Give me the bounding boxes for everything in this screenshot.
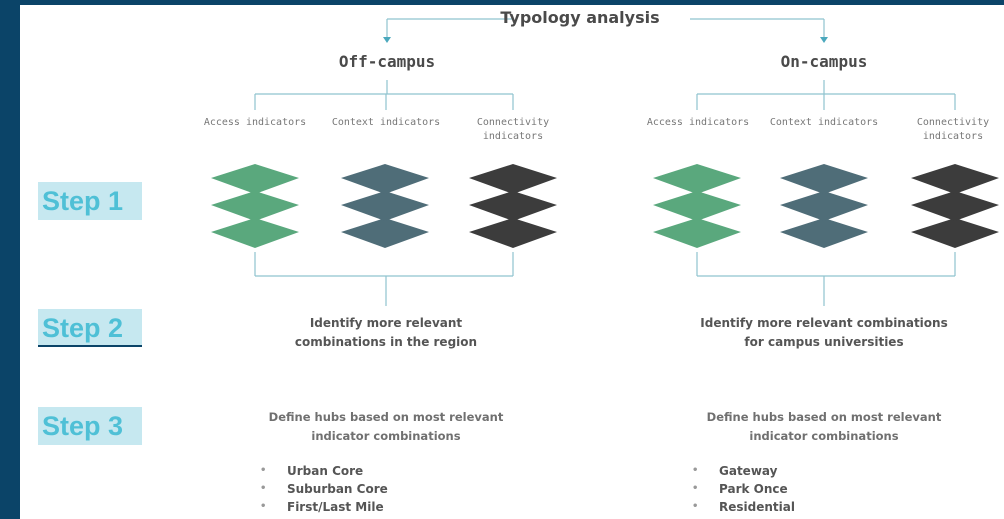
indicator-label-context: Context indicators — [769, 117, 879, 128]
indicator-label-access: Access indicators — [646, 117, 750, 128]
group-title-off-campus: Off-campus — [338, 52, 436, 71]
step2-description-off-campus: Identify more relevant combinations in t… — [294, 316, 478, 349]
list-item: Gateway — [692, 462, 795, 480]
indicator-label-context: Context indicators — [331, 117, 441, 128]
list-item: Suburban Core — [260, 480, 388, 498]
hub-list-off-campus: Urban Core Suburban Core First/Last Mile — [260, 462, 388, 516]
indicator-label-access: Access indicators — [203, 117, 307, 128]
step-3-label: Step 3 — [38, 407, 142, 445]
list-item: Residential — [692, 498, 795, 516]
indicator-label-connectivity: Connectivity indicators — [476, 117, 550, 142]
layers-icon — [211, 164, 299, 248]
hub-list-on-campus: Gateway Park Once Residential — [692, 462, 795, 516]
step-1-label: Step 1 — [38, 182, 142, 220]
layers-icon — [469, 164, 557, 248]
layers-icon — [780, 164, 868, 248]
arrow-down-icon — [383, 37, 391, 43]
indicator-label-connectivity: Connectivity indicators — [916, 117, 990, 142]
group-title-on-campus: On-campus — [780, 52, 868, 71]
list-item: First/Last Mile — [260, 498, 388, 516]
step-2-label: Step 2 — [38, 309, 142, 347]
diagram-panel — [20, 5, 1004, 519]
layers-icon — [653, 164, 741, 248]
layers-icon — [341, 164, 429, 248]
list-item: Park Once — [692, 480, 795, 498]
arrow-down-icon — [820, 37, 828, 43]
layers-icon — [911, 164, 999, 248]
diagram-title: Typology analysis — [500, 8, 660, 27]
step3-description-off-campus: Define hubs based on most relevant indic… — [268, 410, 504, 443]
list-item: Urban Core — [260, 462, 388, 480]
step3-description-on-campus: Define hubs based on most relevant indic… — [706, 410, 942, 443]
step2-description-on-campus: Identify more relevant combinations for … — [700, 316, 948, 349]
